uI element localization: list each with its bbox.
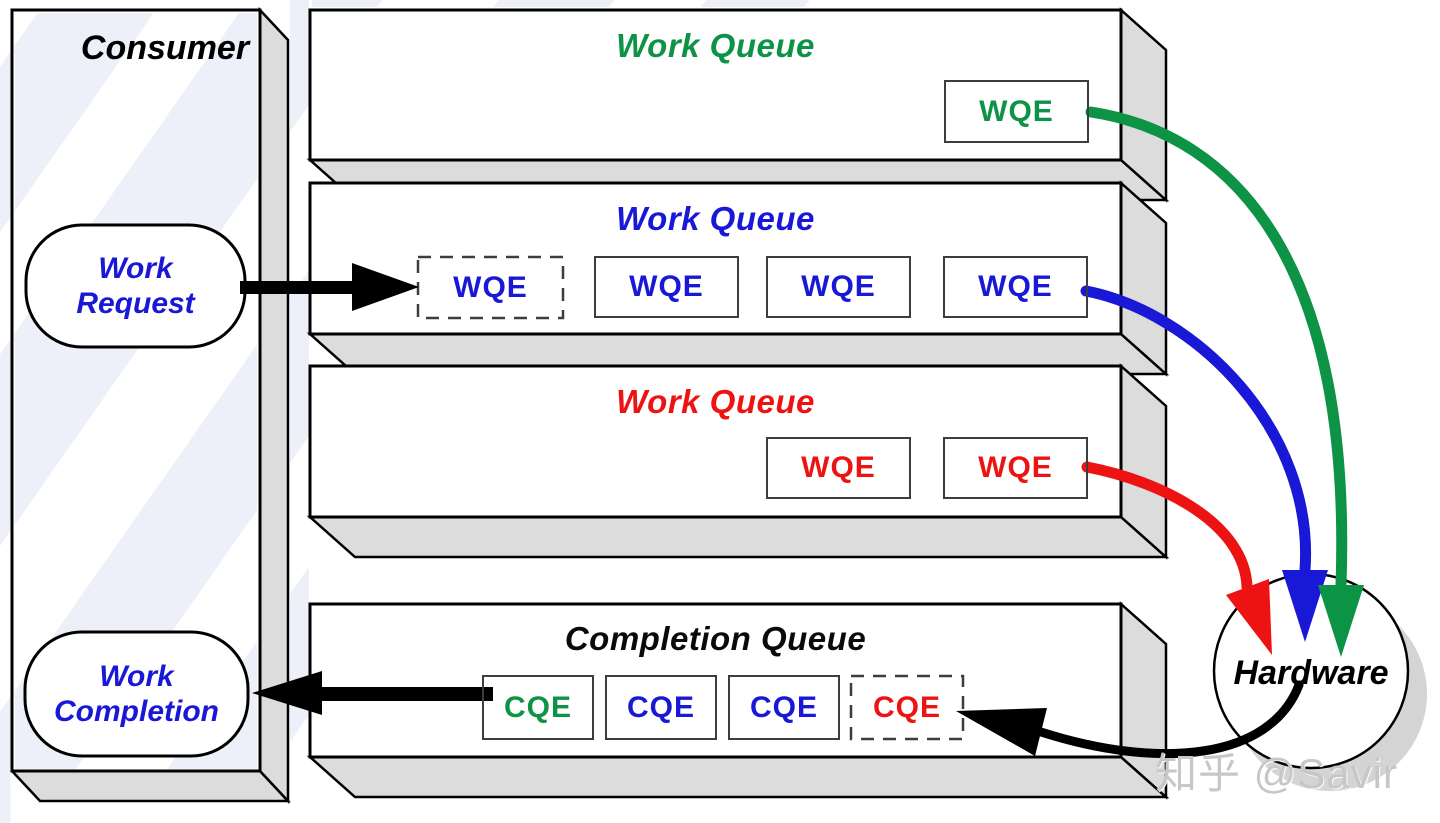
wqe-label: WQE [453,270,528,304]
hardware-to-cqe-arrow [1036,680,1304,759]
cqe-label: CQE [626,690,695,724]
completion-queue-title: Completion Queue [564,620,867,657]
work-queue-1-title: Work Queue [616,27,815,64]
work-request-line2: Request [76,287,195,320]
wqe-label: WQE [978,270,1053,303]
wqe-label: WQE [801,270,876,303]
hardware-label: Hardware [1233,654,1389,692]
hardware-to-cqe-arrowhead [956,708,1047,756]
wqe-box: WQE [766,437,911,499]
wqe-label: WQE [978,451,1053,484]
wqe-to-hardware-arrow-blue [1080,285,1312,576]
wqe-to-hardware-arrow-green [1085,106,1348,591]
wqe-to-hardware-arrow-red [1081,461,1253,593]
cqe-to-work-completion-arrow [252,671,493,715]
work-queue-2-title: Work Queue [616,200,815,237]
wqe-box: WQE [943,256,1088,318]
cqe-box: CQE [728,675,840,740]
hardware-node [1212,572,1427,791]
cqe-label: CQE [503,690,572,724]
site-watermark: 知乎 @Savir [1155,750,1398,797]
cqe-box: CQE [482,675,594,740]
wqe-label: WQE [629,270,704,303]
work-completion-label: Work Completion [25,632,248,756]
wqe-box: WQE [766,256,911,318]
work-request-line1: Work [98,252,173,285]
work-completion-line2: Completion [54,695,219,728]
blue-arrowhead [1282,570,1328,642]
cqe-dashed-box [849,674,965,741]
green-arrowhead [1318,585,1364,657]
cqe-label: CQE [872,690,941,724]
wqe-label: WQE [979,94,1054,128]
work-queue-3-box [306,363,1170,560]
wqe-box: WQE [943,437,1088,499]
red-arrowhead [1226,579,1272,655]
work-queue-2-box [306,180,1170,377]
work-completion-pill [23,630,250,758]
wqe-box: WQE [944,80,1089,143]
work-request-arrow [240,263,419,311]
wqe-label: WQE [801,451,876,484]
wqe-dashed-box [416,255,565,320]
wqe-box: WQE [594,256,739,318]
wqe-box-dashed: WQE [418,257,563,318]
work-request-label: Work Request [26,225,245,347]
consumer-box-border [10,8,262,773]
work-completion-line1: Work [99,660,174,693]
cqe-box: CQE [605,675,717,740]
cqe-box-dashed: CQE [851,676,963,739]
work-queue-3-title: Work Queue [616,383,815,420]
cqe-label: CQE [749,690,818,724]
consumer-title: Consumer [80,29,250,67]
